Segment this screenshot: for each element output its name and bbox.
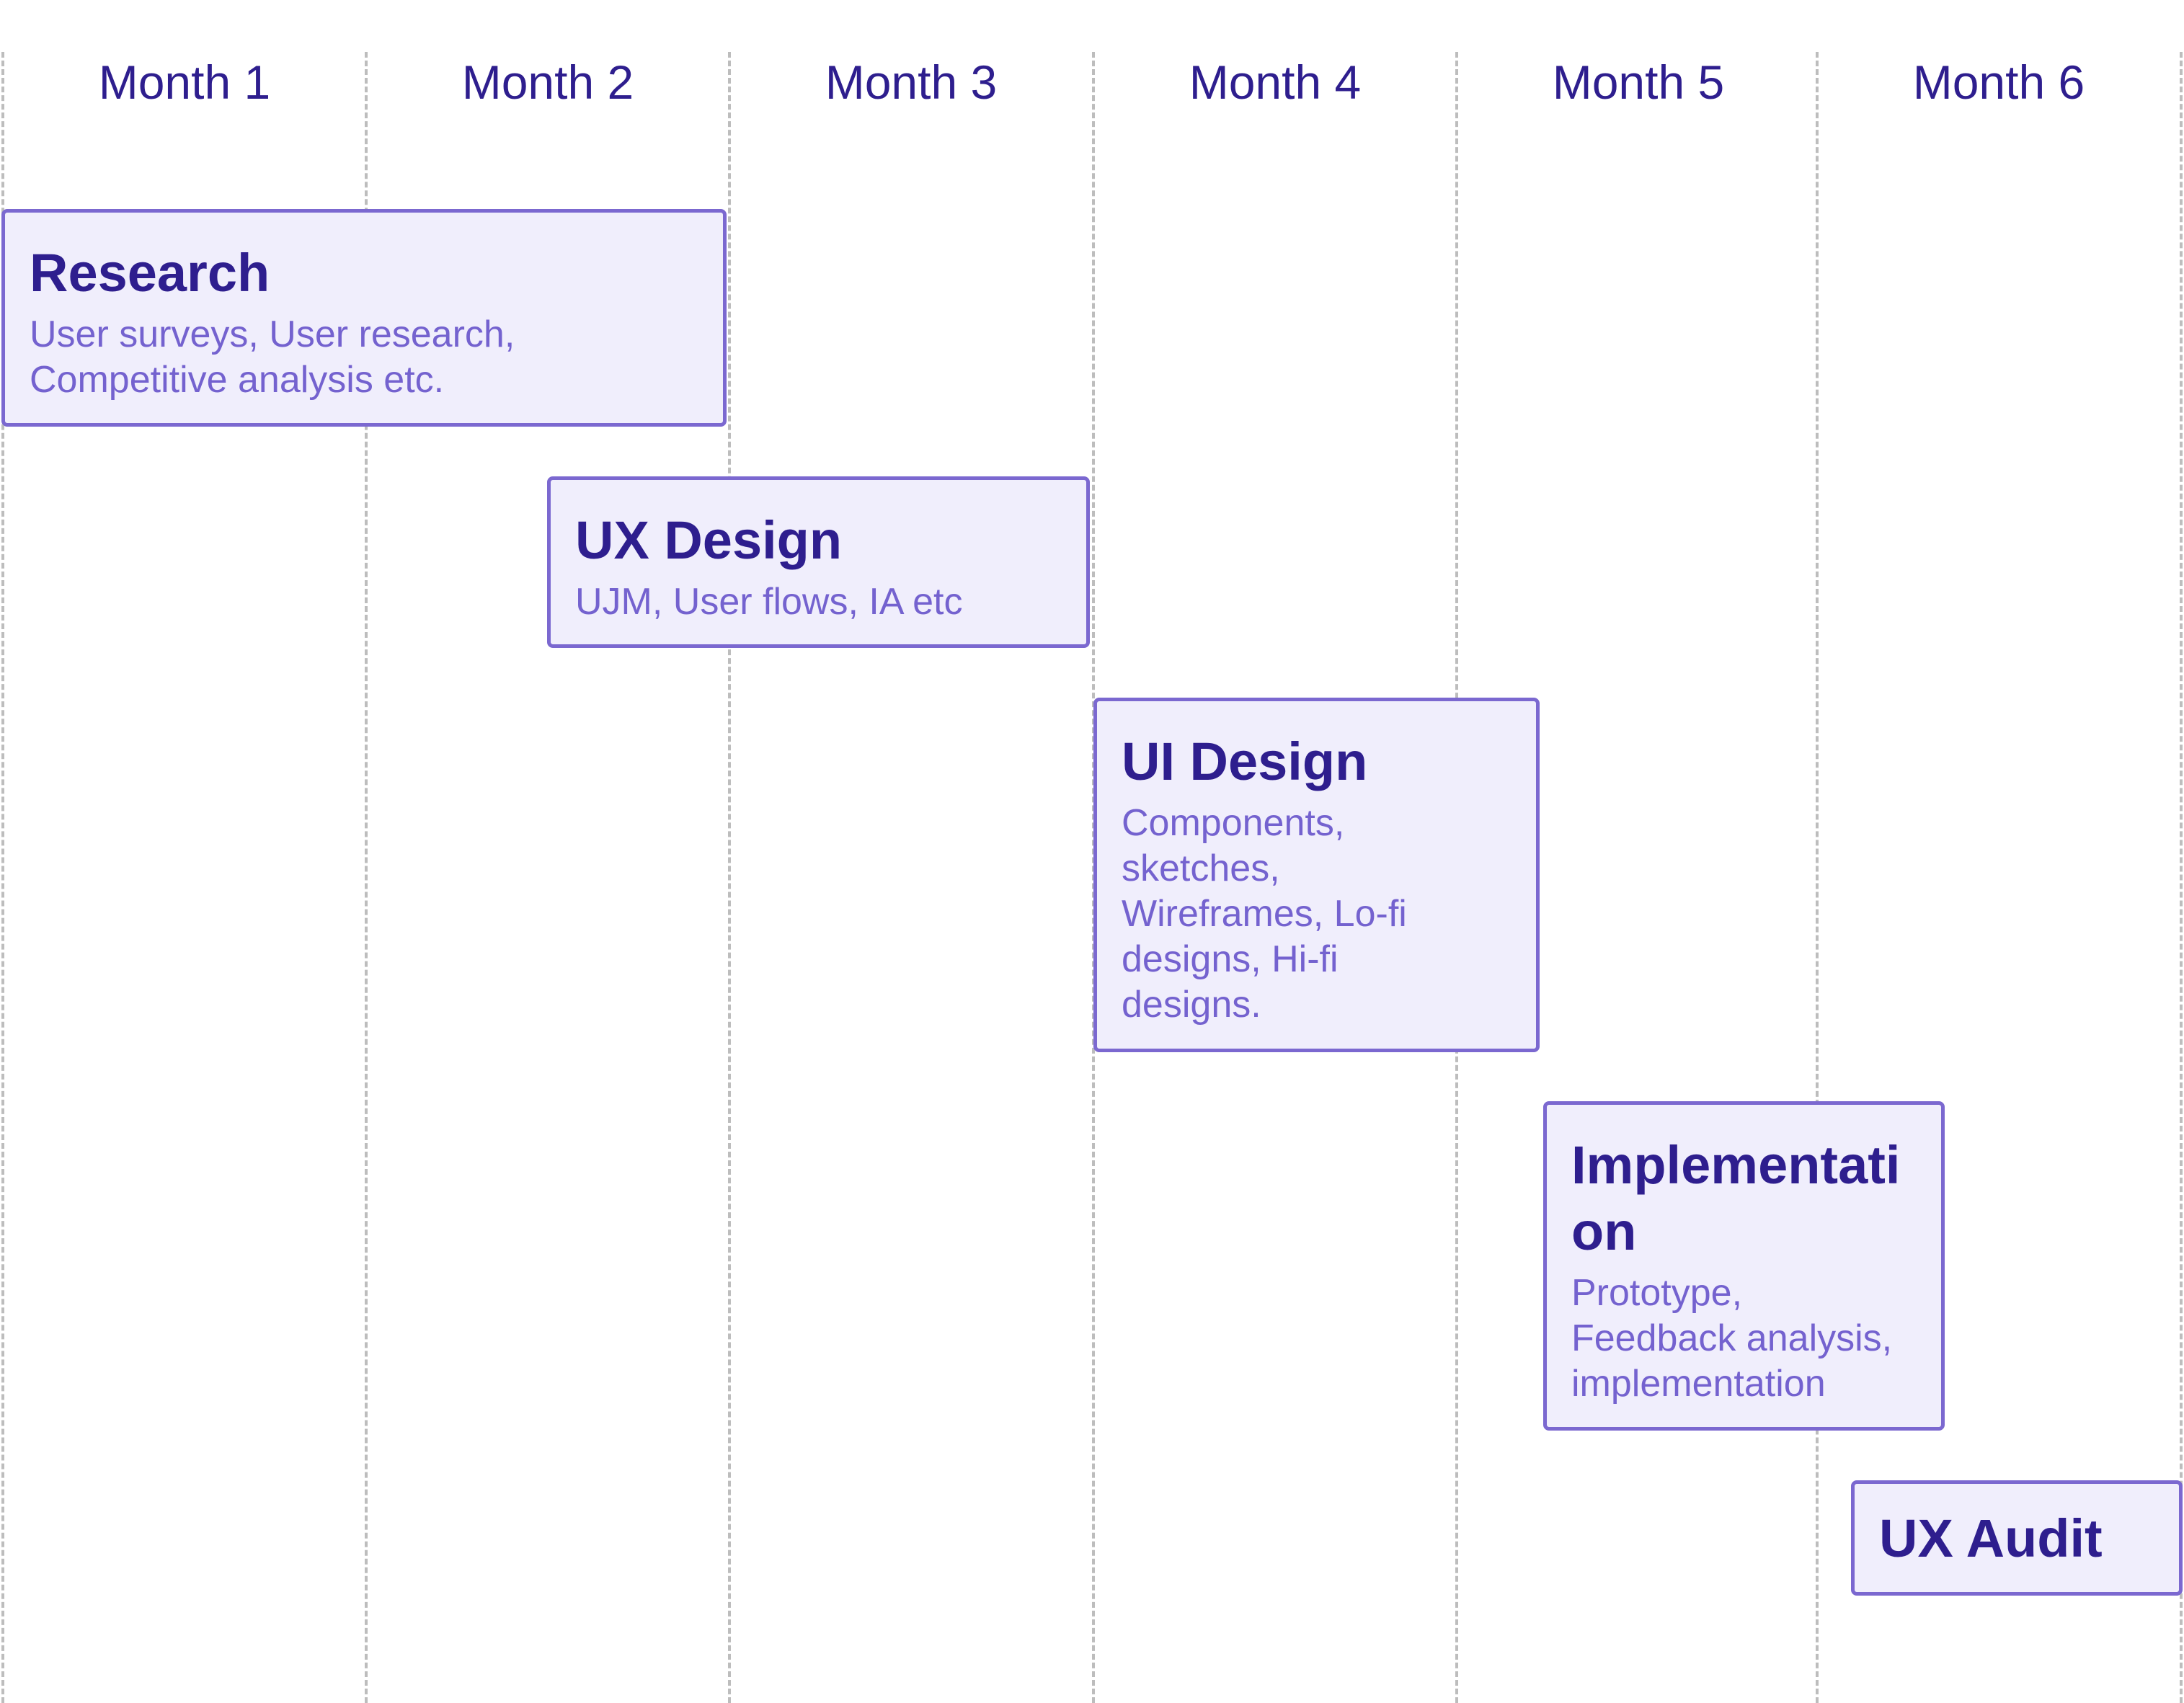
phase-title: Implementation <box>1571 1135 1901 1261</box>
phase-card-ui-design: UI Design Components, sketches, Wirefram… <box>1093 698 1540 1052</box>
gridline <box>1 52 4 1703</box>
month-header: Month 6 <box>1912 55 2085 109</box>
phase-title: Research <box>30 243 270 303</box>
month-header: Month 2 <box>461 55 634 109</box>
gridline <box>728 52 731 1703</box>
month-header: Month 5 <box>1552 55 1725 109</box>
month-header: Month 1 <box>98 55 271 109</box>
phase-description: Prototype, Feedback analysis, implementa… <box>1571 1272 1893 1405</box>
month-header: Month 4 <box>1189 55 1362 109</box>
phase-title: UX Design <box>575 510 843 570</box>
phase-title: UX Audit <box>1879 1508 2103 1568</box>
phase-description: User surveys, User research, Competitive… <box>30 314 515 401</box>
gridline <box>1816 52 1819 1703</box>
phase-description: UJM, User flows, IA etc <box>575 581 963 623</box>
phase-card-ux-design: UX Design UJM, User flows, IA etc <box>547 476 1090 648</box>
phase-description: Components, sketches, Wireframes, Lo-fi … <box>1122 802 1407 1026</box>
phase-title: UI Design <box>1122 732 1368 791</box>
phase-card-research: Research User surveys, User research, Co… <box>1 209 727 427</box>
phase-card-implementation: Implementation Prototype, Feedback analy… <box>1543 1101 1945 1431</box>
gridline <box>365 52 368 1703</box>
phase-card-ux-audit: UX Audit <box>1851 1480 2183 1596</box>
month-header: Month 3 <box>825 55 998 109</box>
gridline <box>2180 52 2183 1703</box>
